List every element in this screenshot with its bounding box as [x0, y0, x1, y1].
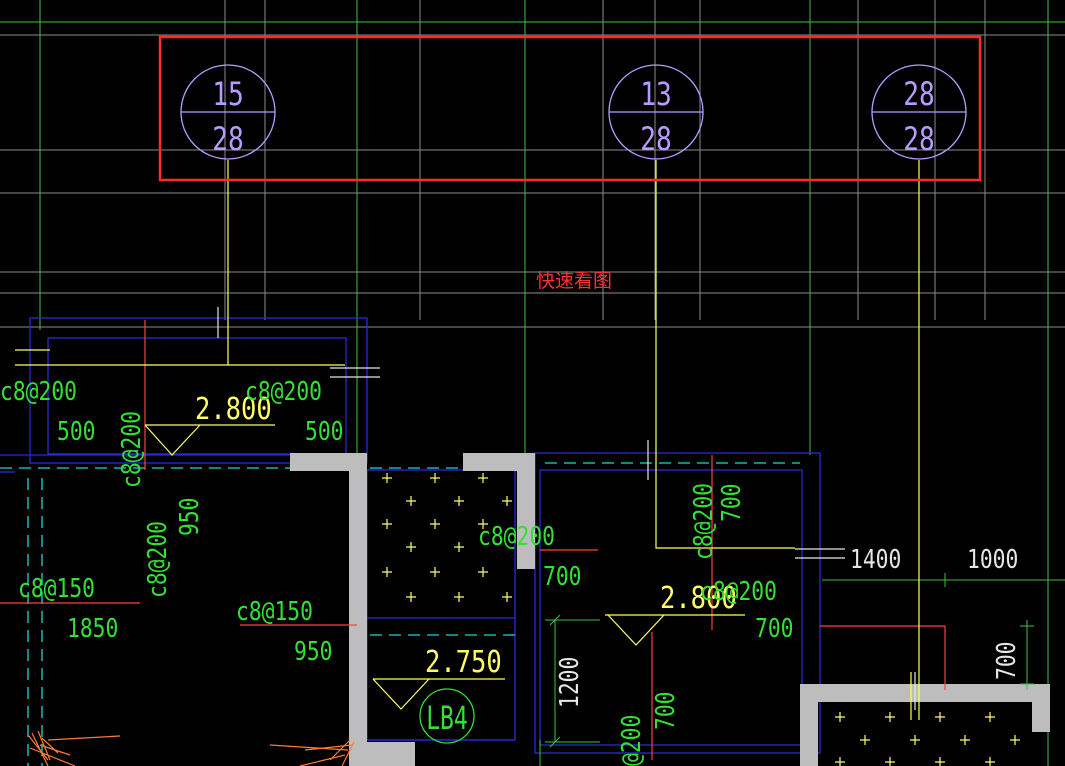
- rebar-label: c8@200: [478, 521, 555, 552]
- dimension-lines: [539, 573, 1065, 766]
- green-ticks: [39, 5, 1049, 14]
- highlight-box[interactable]: [158, 35, 982, 182]
- elevation-label-3: 2.750: [425, 644, 502, 680]
- dim-label: 950: [294, 636, 333, 667]
- gray-grid: [0, 0, 1065, 328]
- rebar-label: c8@200: [245, 376, 322, 407]
- rebar-label: @200: [616, 715, 647, 766]
- bubble-1-top: 15: [212, 75, 244, 112]
- slab-tag-label: LB4: [426, 699, 468, 737]
- walls: [290, 453, 1050, 766]
- dimension-numbers: 500 500 950 1850 950 700 700 1400 1000 7…: [57, 416, 1022, 730]
- slab-tag[interactable]: LB4: [419, 688, 475, 744]
- green-grid-vertical: [39, 0, 1049, 766]
- dim-label: 700: [650, 691, 681, 730]
- rebar-labels: c8@200 c8@200 c8@200 c8@200 c8@150 c8@15…: [0, 376, 777, 766]
- dim-label: 1000: [967, 544, 1018, 575]
- elevation-label-1: 2.800: [195, 391, 272, 427]
- rebar-label: c8@200: [116, 411, 147, 488]
- slab-hatch-2: [835, 712, 1020, 766]
- dim-label: 1200: [554, 657, 585, 708]
- red-lines: [0, 320, 946, 760]
- dim-label: 700: [716, 483, 747, 522]
- bubble-2-bottom: 28: [640, 120, 672, 157]
- elevation-markers: [144, 424, 745, 710]
- rebar-label: c8@200: [688, 483, 719, 560]
- dim-label: 700: [543, 561, 582, 592]
- dim-label: 1850: [67, 613, 118, 644]
- bubble-2[interactable]: 13 28: [608, 64, 704, 160]
- elevation-label-2: 2.800: [660, 580, 737, 616]
- bubble-3-bottom: 28: [903, 120, 935, 157]
- dim-label: 500: [57, 416, 96, 447]
- dim-label: 700: [755, 613, 794, 644]
- leader-line-2: [655, 160, 795, 549]
- rebar-label: c8@200: [700, 576, 777, 607]
- slab-hatch-1: [382, 473, 512, 602]
- rebar-label: c8@150: [18, 573, 95, 604]
- bubble-3[interactable]: 28 28: [871, 64, 967, 160]
- dim-label: 950: [174, 497, 205, 536]
- bubble-1-bottom: 28: [212, 120, 244, 157]
- bubble-3-top: 28: [903, 75, 935, 112]
- bubble-1[interactable]: 15 28: [180, 64, 276, 160]
- quick-view-caption: 快速看图: [536, 270, 612, 292]
- rebar-label: c8@200: [142, 521, 173, 598]
- leader-lines: [15, 160, 920, 720]
- dim-label: 700: [991, 641, 1022, 680]
- rebar-label: c8@200: [0, 376, 77, 407]
- dim-label: 500: [305, 416, 344, 447]
- bubble-2-top: 13: [640, 75, 672, 112]
- rebar-label: c8@150: [236, 596, 313, 627]
- elevation-labels: 2.800 2.800 2.750: [195, 391, 737, 680]
- dim-label: 1400: [850, 544, 901, 575]
- stair-marks: [27, 730, 355, 766]
- white-marks: [217, 307, 916, 710]
